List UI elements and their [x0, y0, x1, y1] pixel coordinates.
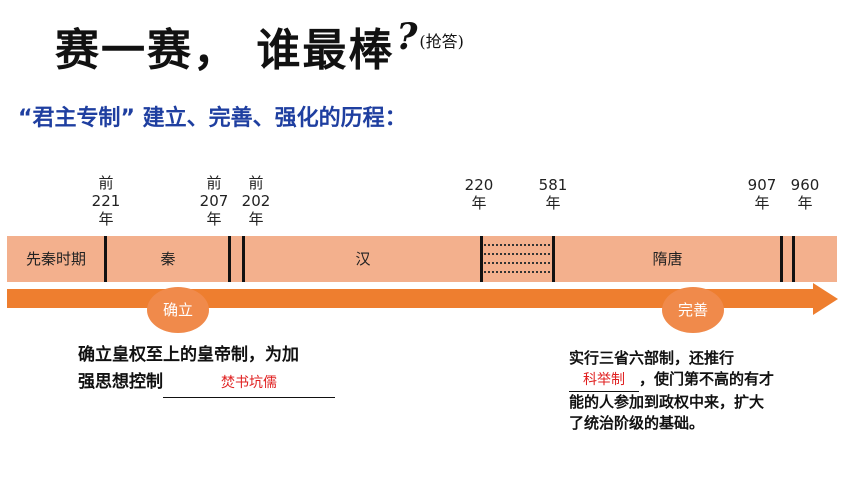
timeline-tick-202bc: [242, 236, 245, 282]
date-label-581: 581 年: [538, 176, 568, 212]
date-label-960: 960 年: [790, 176, 820, 212]
date-label-907: 907 年: [747, 176, 777, 212]
note-improve-text: ，使门第不高的有才: [639, 370, 775, 388]
note-improve-line4: 了统治阶级的基础。: [569, 414, 705, 432]
period-pre-qin: 先秦时期: [25, 250, 86, 268]
title-question-mark: ?: [396, 16, 420, 59]
timeline-gap-dots: [484, 244, 550, 273]
period-qin: 秦: [160, 250, 176, 268]
date-label-207bc: 前 207 年: [199, 174, 229, 228]
date-label-221bc: 前 221 年: [91, 174, 121, 228]
timeline-band: [7, 236, 837, 282]
period-sui-tang: 隋唐: [652, 250, 683, 268]
stage-improve: 完善: [662, 287, 724, 333]
timeline-tick-960: [792, 236, 795, 282]
timeline-arrow: [7, 289, 815, 308]
note-establish-text: 强思想控制: [78, 372, 163, 392]
timeline-tick-221bc: [104, 236, 107, 282]
note-improve-line1: 实行三省六部制，还推行: [569, 349, 735, 367]
timeline-tick-907: [780, 236, 783, 282]
date-label-202bc: 前 202 年: [241, 174, 271, 228]
title-text: 赛一赛， 谁最棒: [55, 25, 395, 76]
date-label-220: 220 年: [464, 176, 494, 212]
slide-subtitle: “君主专制” 建立、完善、强化的历程：: [18, 106, 407, 131]
timeline-tick-207bc: [228, 236, 231, 282]
period-han: 汉: [355, 250, 371, 268]
stage-establish: 确立: [147, 287, 209, 333]
note-improve-line2: 科举制，使门第不高的有才: [569, 369, 829, 392]
timeline-tick-220: [480, 236, 483, 282]
note-improve-line3: 能的人参加到政权中来，扩大: [569, 393, 765, 411]
note-establish-line2: 强思想控制焚书坑儒: [78, 369, 398, 398]
answer-blank-left: 焚书坑儒: [163, 370, 335, 398]
note-improve: 实行三省六部制，还推行 科举制，使门第不高的有才 能的人参加到政权中来，扩大 了…: [569, 348, 829, 434]
note-establish-line1: 确立皇权至上的皇帝制，为加: [78, 345, 299, 365]
answer-blank-right: 科举制: [569, 370, 639, 392]
title-note: (抢答): [419, 32, 464, 51]
slide-title: 赛一赛， 谁最棒?(抢答): [55, 14, 464, 78]
arrow-head-icon: [813, 283, 838, 315]
timeline-tick-581: [552, 236, 555, 282]
note-establish: 确立皇权至上的皇帝制，为加 强思想控制焚书坑儒: [78, 342, 398, 398]
